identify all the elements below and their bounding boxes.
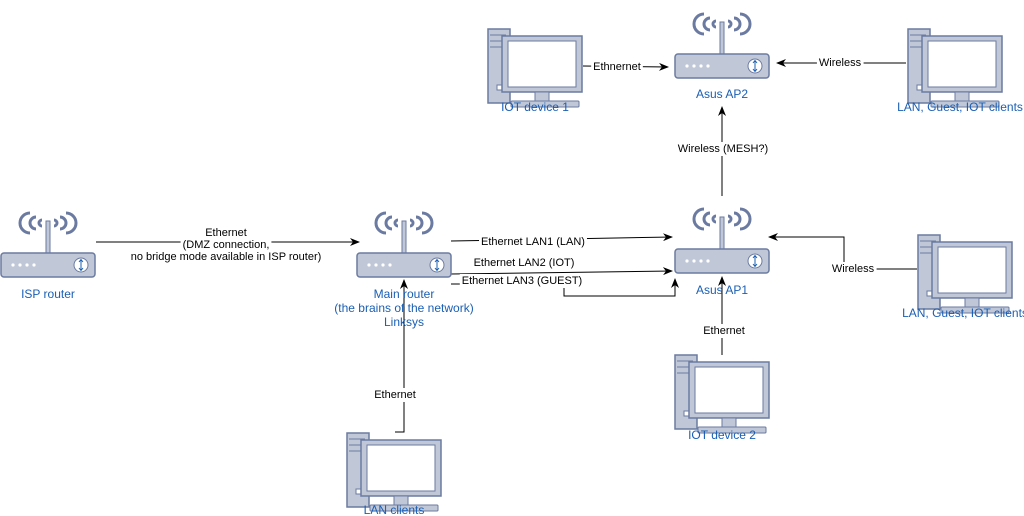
label-background — [675, 142, 771, 156]
node-label: LAN, Guest, IOT clients — [902, 306, 1024, 320]
edge-clients-right-ap1 — [768, 233, 917, 270]
edge-label-iot1-ap2: Ethnernet — [591, 60, 643, 74]
node-asus-ap1: Asus AP1 — [673, 207, 771, 297]
node-iot-device-2: IOT device 2 — [674, 354, 770, 442]
router-icon — [0, 211, 97, 279]
node-label: (the brains of the network) — [334, 301, 473, 315]
node-iot-device-1: IOT device 1 — [487, 28, 583, 114]
node-label: Linksys — [384, 315, 424, 329]
computer-icon — [487, 28, 583, 108]
router-icon — [673, 207, 771, 275]
edge-label-clients-right-ap1: Wireless — [829, 262, 877, 276]
node-asus-ap2: Asus AP2 — [673, 12, 771, 101]
edge-label: Ethernet — [374, 389, 416, 401]
node-label: ISP router — [21, 287, 75, 301]
label-background — [816, 56, 864, 70]
computer-icon — [907, 28, 1003, 108]
label-background — [372, 388, 418, 402]
node-label: LAN clients — [364, 503, 425, 516]
label-background — [459, 274, 585, 288]
edge-label-isp-main: Ethernet(DMZ connection,no bridge mode a… — [128, 226, 324, 264]
node-label: LAN, Guest, IOT clients — [897, 100, 1023, 114]
node-main-router: Main router(the brains of the network)Li… — [334, 211, 474, 329]
edge-label: Wireless — [819, 57, 862, 69]
computer-icon — [674, 354, 770, 434]
edge-lan2 — [450, 267, 673, 276]
node-label: Asus AP2 — [696, 87, 748, 101]
label-background — [591, 60, 643, 74]
edge-label-lan1: Ethernet LAN1 (LAN) — [479, 235, 587, 249]
label-background — [180, 238, 272, 252]
device-nodes: ISP router Main router(the brains of the … — [0, 12, 1024, 516]
edge-label-clients-top-ap2: Wireless — [816, 56, 864, 70]
edge-label: Wireless (MESH?) — [678, 143, 768, 155]
edge-label: Ethernet — [205, 227, 247, 239]
edge-label-lan-clients-main: Ethernet — [372, 388, 418, 402]
edge-label: Ethernet — [703, 325, 745, 337]
edge-label: Ethernet LAN2 (IOT) — [474, 257, 575, 269]
label-background — [701, 324, 747, 338]
node-clients-top: LAN, Guest, IOT clients — [897, 28, 1023, 114]
label-background — [829, 262, 877, 276]
label-background — [471, 256, 577, 270]
node-label: Asus AP1 — [696, 283, 748, 297]
node-label: IOT device 1 — [501, 100, 569, 114]
edge-label: Ethernet LAN3 (GUEST) — [462, 275, 582, 287]
edge-label-lan3: Ethernet LAN3 (GUEST) — [459, 274, 585, 288]
node-clients-right: LAN, Guest, IOT clients — [902, 234, 1024, 320]
label-background — [128, 250, 324, 264]
node-label: IOT device 2 — [688, 428, 756, 442]
edge-label: no bridge mode available in ISP router) — [131, 251, 322, 263]
edge-label: (DMZ connection, — [183, 239, 270, 251]
edge-label-lan2: Ethernet LAN2 (IOT) — [471, 256, 577, 270]
node-lan-clients: LAN clients — [346, 432, 442, 516]
computer-icon — [346, 432, 442, 512]
label-background — [479, 235, 587, 249]
node-isp-router: ISP router — [0, 211, 97, 301]
connection-labels: Ethernet(DMZ connection,no bridge mode a… — [128, 56, 877, 402]
edge-label-iot2-ap1: Ethernet — [701, 324, 747, 338]
edge-label-ap1-ap2: Wireless (MESH?) — [675, 142, 771, 156]
edge-label: Wireless — [832, 263, 875, 275]
router-icon — [355, 211, 453, 279]
edge-label: Ethnernet — [593, 61, 641, 73]
edge-label: Ethernet LAN1 (LAN) — [481, 236, 585, 248]
computer-icon — [917, 234, 1013, 314]
node-label: Main router — [374, 287, 435, 301]
edge-lan-clients-main — [395, 279, 408, 433]
label-background — [203, 226, 249, 240]
router-icon — [673, 12, 771, 80]
